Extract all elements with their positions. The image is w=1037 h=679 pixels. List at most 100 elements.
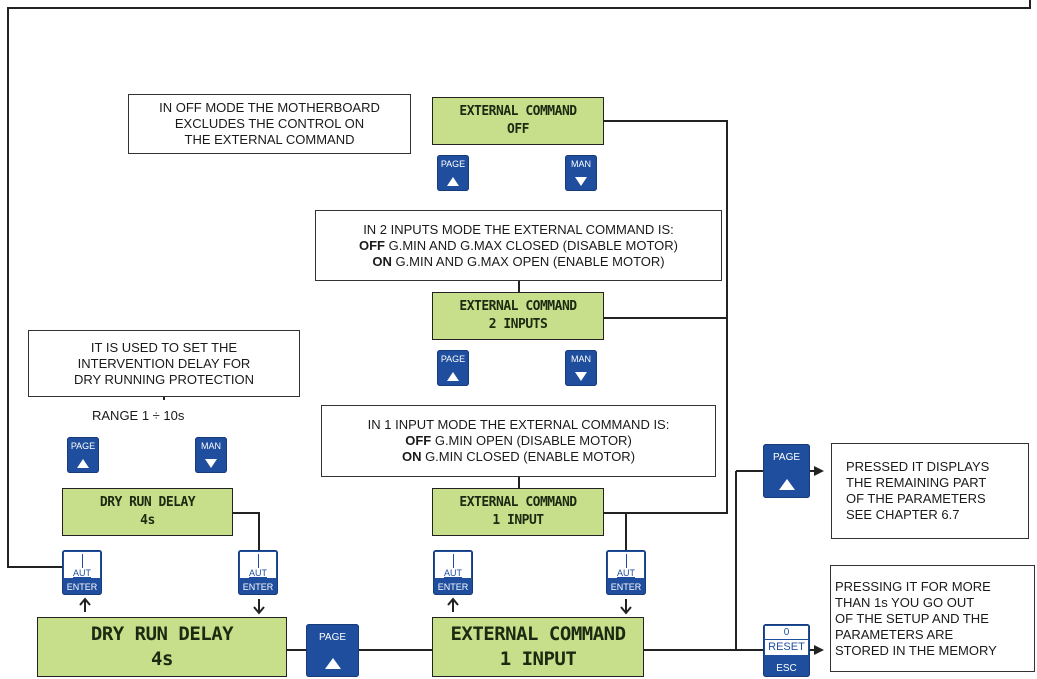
range-label: RANGE 1 ÷ 10s [92, 408, 185, 423]
enter-label: ENTER [437, 582, 469, 592]
note-dry-run: IT IS USED TO SET THE INTERVENTION DELAY… [28, 330, 300, 397]
note-one-on-bold: ON [401, 449, 422, 464]
enter-label: ENTER [242, 582, 274, 592]
aut-enter-button-3[interactable]: AUT ENTER [433, 550, 473, 595]
note-one-on-text: G.MIN CLOSED (ENABLE MOTOR) [421, 449, 636, 464]
connector-lines [7, 0, 1031, 651]
note-reset-line-4: PARAMETERS ARE [835, 626, 954, 642]
lcd-ext-2in-line-1: EXTERNAL COMMAND [459, 299, 577, 314]
page-button-label: PAGE [440, 159, 466, 169]
page-button-4[interactable]: PAGE [306, 624, 359, 677]
note-two-inputs: IN 2 INPUTS MODE THE EXTERNAL COMMAND IS… [315, 210, 722, 281]
arrow-up-icon [324, 658, 341, 669]
note-page-line-1: PRESSED IT DISPLAYS [846, 459, 990, 474]
aut-label: AUT [64, 568, 100, 578]
lcd-dry-small-line-1: DRY RUN DELAY [99, 495, 196, 510]
lcd-ext-big-line-1: EXTERNAL COMMAND [450, 623, 626, 645]
enter-label: ENTER [610, 582, 642, 592]
arrow-down-icon [575, 372, 587, 381]
arrow-heads [814, 466, 824, 655]
lcd-dry-big-line-2: 4s [151, 648, 173, 670]
lcd-external-1input: EXTERNAL COMMAND 1 INPUT [432, 488, 604, 536]
page-button-1[interactable]: PAGE [437, 155, 469, 191]
note-dry-line-1: IT IS USED TO SET THE [90, 339, 238, 355]
note-one-title: IN 1 INPUT MODE THE EXTERNAL COMMAND IS: [367, 417, 670, 432]
note-off-line-1: IN OFF MODE THE MOTHERBOARD [159, 100, 380, 115]
note-two-on-bold: ON [372, 253, 392, 269]
page-button-label: PAGE [772, 452, 801, 463]
note-dry-line-3: DRY RUNNING PROTECTION [73, 371, 255, 387]
aut-key-top [608, 552, 644, 568]
note-two-on: ON G.MIN AND G.MAX OPEN (ENABLE MOTOR) [322, 254, 715, 270]
man-button-label: MAN [571, 354, 591, 364]
note-two-off: OFF G.MIN AND G.MAX CLOSED (DISABLE MOTO… [322, 238, 715, 254]
reset-esc-button[interactable]: 0 RESET ESC [763, 624, 810, 677]
arrow-up-icon [778, 479, 795, 490]
note-page-info: PRESSED IT DISPLAYS THE REMAINING PART O… [831, 443, 1029, 539]
lcd-external-2inputs: EXTERNAL COMMAND 2 INPUTS [432, 292, 604, 340]
lcd-ext-1in-line-1: EXTERNAL COMMAND [459, 495, 577, 510]
page-button-3[interactable]: PAGE [67, 437, 99, 473]
aut-key-top [435, 552, 471, 568]
vertical-arrows [79, 597, 632, 615]
page-button-label: PAGE [440, 354, 466, 364]
note-one-on: ON G.MIN CLOSED (ENABLE MOTOR) [328, 449, 709, 465]
aut-enter-button-1[interactable]: AUT ENTER [62, 550, 102, 595]
note-reset-line-2: THAN 1s YOU GO OUT [835, 594, 975, 610]
note-two-off-text: G.MIN AND G.MAX CLOSED (DISABLE MOTOR) [384, 237, 679, 253]
man-button-2[interactable]: MAN [565, 350, 597, 386]
esc-label: ESC [776, 663, 797, 674]
lcd-ext-big-line-2: 1 INPUT [499, 648, 577, 670]
lcd-external-big: EXTERNAL COMMAND 1 INPUT [432, 617, 644, 677]
aut-enter-button-4[interactable]: AUT ENTER [606, 550, 646, 595]
lcd-dry-run-small: DRY RUN DELAY 4s [62, 488, 233, 536]
arrow-down-icon [575, 177, 587, 186]
page-button-5[interactable]: PAGE [763, 444, 810, 498]
lcd-ext-2in-line-2: 2 INPUTS [488, 317, 548, 332]
note-two-off-bold: OFF [358, 237, 385, 253]
aut-label: AUT [608, 568, 644, 578]
aut-enter-button-2[interactable]: AUT ENTER [238, 550, 278, 595]
note-page-line-3: OF THE PARAMETERS [846, 491, 986, 506]
note-reset-line-3: OF THE SETUP AND THE [835, 610, 989, 626]
note-two-on-text: G.MIN AND G.MAX OPEN (ENABLE MOTOR) [391, 253, 665, 269]
lcd-ext-1in-line-2: 1 INPUT [492, 513, 544, 528]
note-reset-line-5: STORED IN THE MEMORY [835, 642, 997, 658]
man-button-label: MAN [201, 441, 221, 451]
lcd-ext-off-line-2: OFF [507, 122, 529, 137]
zero-label: 0 [765, 626, 808, 639]
page-button-2[interactable]: PAGE [437, 350, 469, 386]
lcd-ext-off-line-1: EXTERNAL COMMAND [459, 104, 577, 119]
man-button-1[interactable]: MAN [565, 155, 597, 191]
aut-label: AUT [435, 568, 471, 578]
reset-label: RESET [765, 639, 808, 655]
page-button-label: PAGE [318, 632, 347, 643]
lcd-dry-big-line-1: DRY RUN DELAY [90, 623, 234, 645]
arrow-up-icon [447, 177, 459, 186]
note-off-line-2: EXCLUDES THE CONTROL ON [174, 116, 365, 131]
lcd-external-off: EXTERNAL COMMAND OFF [432, 97, 604, 145]
man-button-3[interactable]: MAN [195, 437, 227, 473]
note-one-off: OFF G.MIN OPEN (DISABLE MOTOR) [328, 433, 709, 449]
aut-key-top [240, 552, 276, 568]
note-dry-line-2: INTERVENTION DELAY FOR [77, 355, 251, 371]
enter-label: ENTER [66, 582, 98, 592]
note-reset-info: PRESSING IT FOR MORE THAN 1s YOU GO OUT … [830, 565, 1035, 672]
note-page-line-2: THE REMAINING PART [846, 475, 987, 490]
note-reset-line-1: PRESSING IT FOR MORE [835, 578, 991, 594]
arrow-up-icon [77, 459, 89, 468]
lcd-dry-small-line-2: 4s [140, 513, 155, 528]
lcd-dry-run-big: DRY RUN DELAY 4s [37, 617, 287, 677]
arrow-down-icon [205, 459, 217, 468]
aut-key-top [64, 552, 100, 568]
note-one-off-text: G.MIN OPEN (DISABLE MOTOR) [431, 433, 632, 448]
note-one-input: IN 1 INPUT MODE THE EXTERNAL COMMAND IS:… [321, 405, 716, 477]
aut-label: AUT [240, 568, 276, 578]
arrow-up-icon [447, 372, 459, 381]
page-button-label: PAGE [70, 441, 96, 451]
man-button-label: MAN [571, 159, 591, 169]
note-off-line-3: THE EXTERNAL COMMAND [184, 132, 355, 147]
note-one-off-bold: OFF [405, 433, 432, 448]
note-off-mode: IN OFF MODE THE MOTHERBOARD EXCLUDES THE… [128, 94, 411, 154]
